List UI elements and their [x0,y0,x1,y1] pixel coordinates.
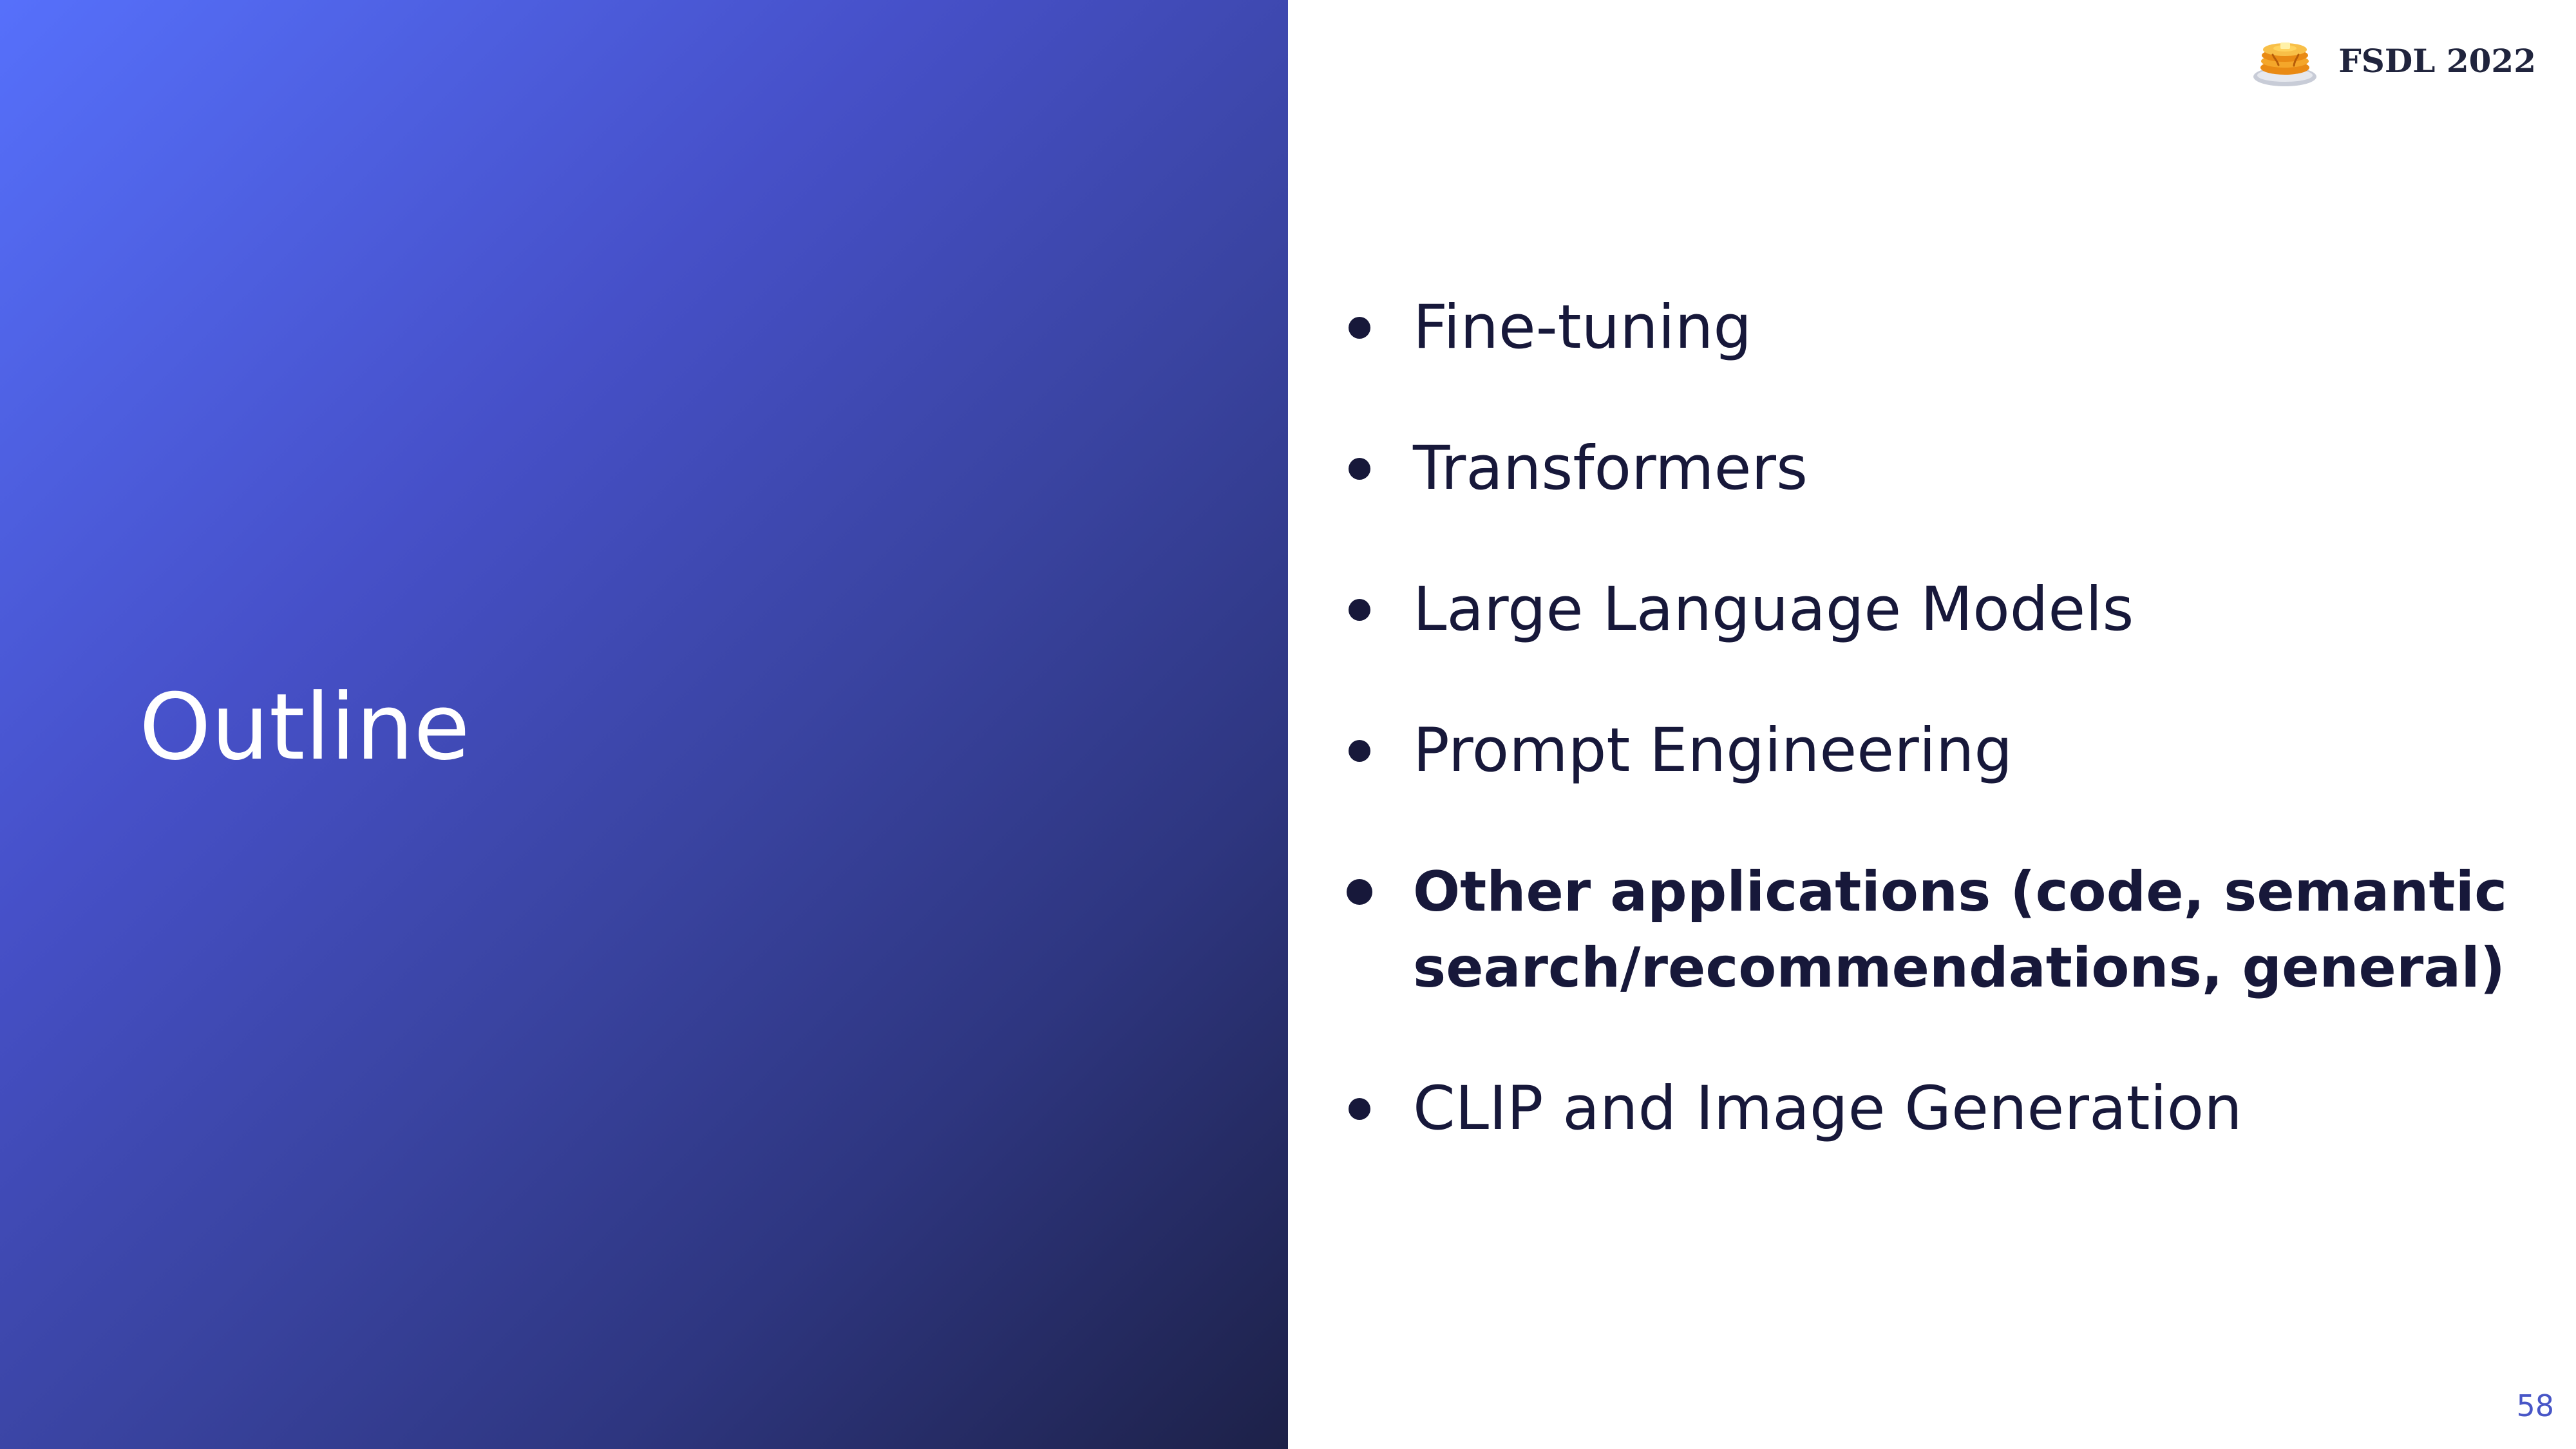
outline-item-label: Fine-tuning [1413,292,1752,363]
outline-item-label: Other applications (code, semantic searc… [1413,860,2508,1000]
bullet-icon [1349,599,1370,621]
slide-title: Outline [139,674,470,781]
brand-header: FSDL 2022 [2249,33,2536,88]
brand-name: FSDL 2022 [2338,41,2536,80]
bullet-icon [1347,879,1372,905]
outline-item-label: Large Language Models [1413,574,2134,645]
outline-item-label: CLIP and Image Generation [1413,1074,2242,1144]
outline-item-transformers: Transformers [1346,431,2544,507]
outline-item-label: Transformers [1413,433,1808,504]
page-number: 58 [2516,1388,2554,1423]
bullet-icon [1349,740,1370,762]
bullet-icon [1349,1098,1370,1120]
outline-item-clip-image-generation: CLIP and Image Generation [1346,1071,2544,1147]
outline-item-prompt-engineering: Prompt Engineering [1346,713,2544,789]
outline-item-label: Prompt Engineering [1413,715,2013,786]
bullet-icon [1349,317,1370,339]
outline-item-fine-tuning: Fine-tuning [1346,290,2544,366]
outline-list: Fine-tuning Transformers Large Language … [1346,290,2544,1147]
title-panel: Outline [0,0,1288,1449]
bullet-icon [1349,458,1370,480]
pancake-stack-icon [2253,43,2317,86]
outline-item-other-applications: Other applications (code, semantic searc… [1346,854,2544,1006]
outline-item-large-language-models: Large Language Models [1346,572,2544,648]
